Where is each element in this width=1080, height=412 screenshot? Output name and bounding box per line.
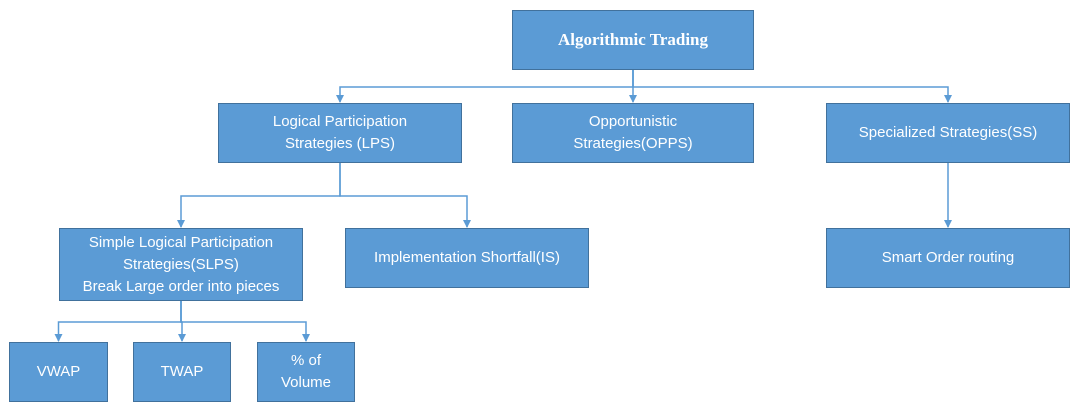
connector-lps-to-is (339, 163, 471, 228)
connector-slps-to-vol (180, 301, 310, 342)
vwap-label-line-1: VWAP (36, 363, 81, 380)
simple-logical-participation-label-line-3: Break Large order into pieces (82, 277, 280, 295)
percent-of-volume-label-line-1: % of (290, 352, 321, 369)
algorithmic-trading-node: Algorithmic Trading (512, 10, 754, 70)
vwap-node: VWAP (9, 342, 108, 402)
connector-lps-to-slps (177, 163, 341, 228)
smart-order-routing-label: Smart Order routing (882, 247, 1015, 269)
implementation-shortfall-node: Implementation Shortfall(IS) (345, 228, 589, 288)
specialized-strategies-label: Specialized Strategies(SS) (859, 122, 1037, 144)
opportunistic-strategies-label-line-2: Strategies(OPPS) (573, 135, 693, 152)
implementation-shortfall-label-line-1: Implementation Shortfall(IS) (374, 249, 560, 266)
connector-root-to-lps (336, 70, 634, 103)
logical-participation-strategies-label-line-2: Strategies (LPS) (284, 135, 396, 152)
twap-label: TWAP (161, 361, 204, 383)
specialized-strategies-node: Specialized Strategies(SS) (826, 103, 1070, 163)
vwap-label: VWAP (37, 361, 81, 383)
percent-of-volume-label-line-2: Volume (280, 374, 332, 391)
algorithmic-trading-label: Algorithmic Trading (558, 29, 708, 51)
logical-participation-strategies-label-line-1: Logical Participation (272, 113, 408, 130)
specialized-strategies-label-line-1: Specialized Strategies(SS) (858, 124, 1038, 141)
connector-slps-to-twap (178, 301, 186, 342)
smart-order-routing-node: Smart Order routing (826, 228, 1070, 288)
percent-of-volume-node: % of Volume (257, 342, 355, 402)
simple-logical-participation-label-line-1: Simple Logical Participation (88, 233, 274, 251)
percent-of-volume-label: % of Volume (281, 350, 331, 394)
algorithmic-trading-label-line-1: Algorithmic Trading (557, 30, 708, 49)
simple-logical-participation-label-line-2: Strategies(SLPS) (123, 255, 239, 273)
connector-slps-to-vwap (54, 301, 182, 342)
opportunistic-strategies-label-line-1: Opportunistic (588, 113, 678, 130)
implementation-shortfall-label: Implementation Shortfall(IS) (374, 247, 560, 269)
twap-node: TWAP (133, 342, 231, 402)
connector-root-to-ss (632, 70, 952, 103)
smart-order-routing-label-line-1: Smart Order routing (881, 249, 1015, 266)
twap-label-line-1: TWAP (160, 363, 204, 380)
